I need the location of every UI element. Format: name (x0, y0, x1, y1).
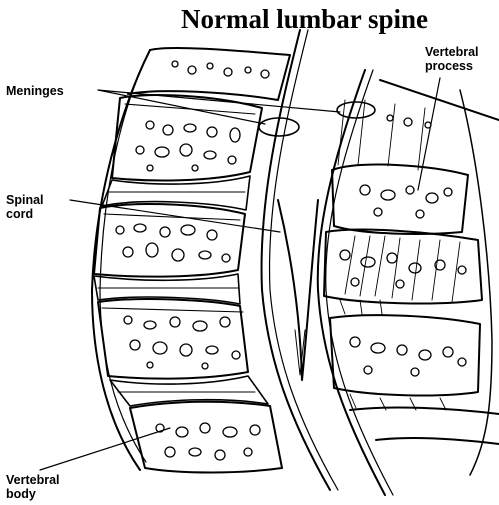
bone-texture-5 (360, 185, 452, 218)
label-vertebral-process: Vertebral process (425, 45, 479, 73)
label-meninges: Meninges (6, 84, 64, 98)
bone-texture-3 (124, 316, 240, 369)
label-spinal-cord: Spinal cord (6, 193, 44, 221)
vertebral-body-4 (130, 402, 282, 473)
bone-texture-6 (340, 250, 466, 288)
bone-texture-top (172, 61, 431, 128)
meninges-marker-right (337, 102, 375, 118)
label-vertebral-body: Vertebral body (6, 473, 60, 501)
bone-texture-7 (350, 337, 466, 376)
bone-texture-4 (156, 423, 260, 460)
vertebral-body-3 (98, 299, 248, 379)
bone-texture-1 (136, 121, 240, 171)
bone-texture-2 (116, 224, 230, 262)
leader-vertebral-body (40, 428, 170, 470)
